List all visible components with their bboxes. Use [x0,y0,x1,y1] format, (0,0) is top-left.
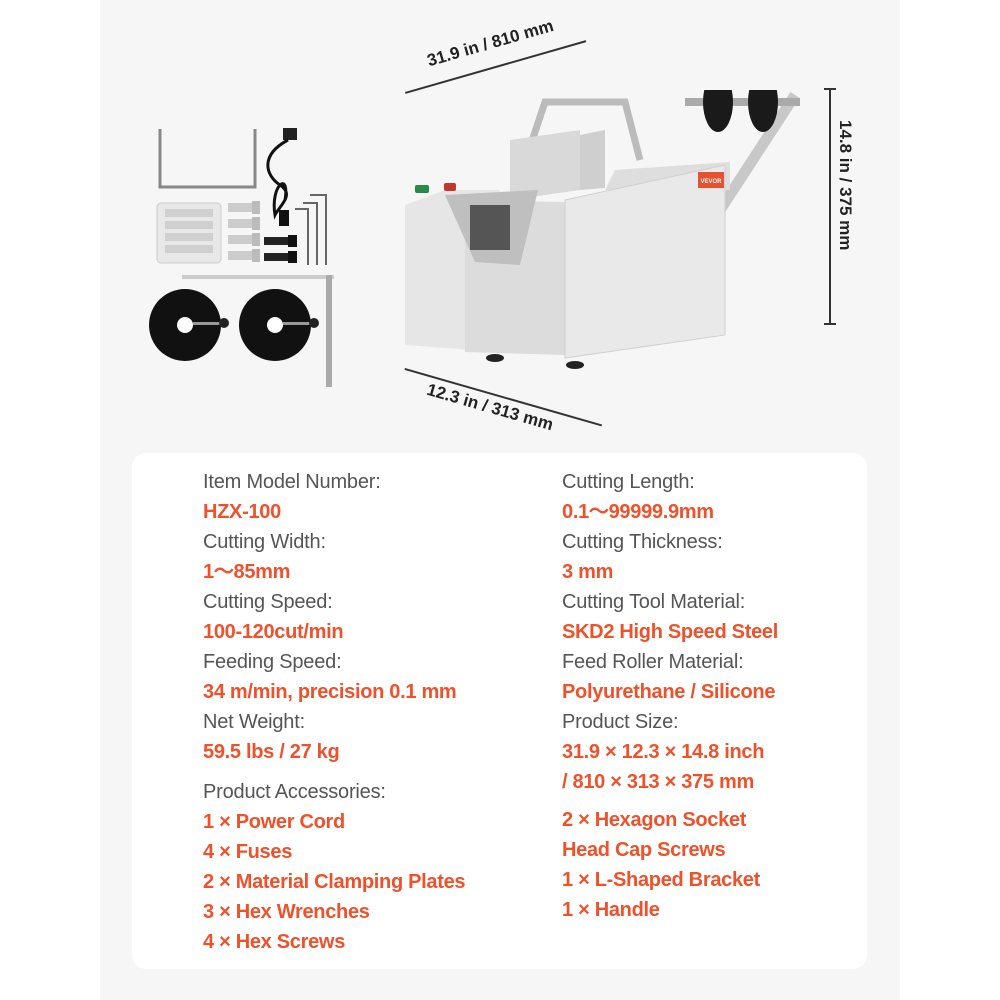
spec-label: Feed Roller Material: [562,651,744,673]
clamping-plate-icon [158,129,257,189]
accessory-item: 2 × Hexagon Socket [562,809,747,831]
machine-illustration: VEVOR [405,90,800,369]
hex-screws-icon [228,201,260,262]
start-button-icon [415,185,429,193]
power-cord-icon [266,128,297,226]
accessories-illustration [149,128,334,387]
accessory-item: 2 × Material Clamping Plates [203,871,466,893]
spec-label: Net Weight: [203,711,305,733]
accessory-item: Head Cap Screws [562,839,726,861]
spec-value: SKD2 High Speed Steel [562,621,778,643]
accessory-item: 4 × Fuses [203,841,293,863]
spec-value: 3 mm [562,561,614,583]
accessory-item: 4 × Hex Screws [203,931,346,953]
spec-value: Polyurethane / Silicone [562,681,776,703]
height-dimension-cap-top [824,88,836,90]
spec-label: Cutting Speed: [203,591,333,613]
spec-label: Product Size: [562,711,679,733]
hex-wrenches-icon [295,194,327,265]
socket-cap-screws-icon [264,235,297,263]
spec-value: 1～85mm [203,561,291,583]
spec-label: Cutting Tool Material: [562,591,746,613]
brand-label: VEVOR [698,172,724,188]
spec-value: 59.5 lbs / 27 kg [203,741,340,763]
accessories-label: Product Accessories: [203,781,386,803]
material-disc-icon [149,289,229,361]
spec-label: Feeding Speed: [203,651,342,673]
l-shaped-bracket-icon [182,275,334,387]
accessory-item: 1 × L-Shaped Bracket [562,869,760,891]
fuses-box-icon [156,202,222,264]
svg-text:VEVOR: VEVOR [700,179,722,185]
accessory-item: 1 × Power Cord [203,811,345,833]
height-dimension-cap-bottom [824,323,836,325]
handle-icon [521,98,644,164]
spec-value: 31.9 × 12.3 × 14.8 inch [562,741,765,763]
spec-label: Item Model Number: [203,471,381,493]
spec-value: 100-120cut/min [203,621,344,643]
spec-label: Cutting Thickness: [562,531,723,553]
height-dimension-line [829,88,831,325]
material-disc-icon [239,289,319,361]
spec-card: Item Model Number: HZX-100 Cutting Width… [132,453,867,969]
spec-value-secondary: / 810 × 313 × 375 mm [562,771,754,793]
spec-value: 34 m/min, precision 0.1 mm [203,681,457,703]
accessory-item: 3 × Hex Wrenches [203,901,370,923]
height-dimension-label: 14.8 in / 375 mm [836,120,855,251]
stop-button-icon [444,183,456,191]
reel-arm-icon [715,91,800,214]
spec-value: 0.1～99999.9mm [562,501,714,523]
spec-column-left: Item Model Number: HZX-100 Cutting Width… [203,467,466,957]
spec-label: Cutting Length: [562,471,695,493]
spec-column-right: Cutting Length: 0.1～99999.9mm Cutting Th… [562,467,778,925]
spec-label: Cutting Width: [203,531,326,553]
spec-value: HZX-100 [203,501,281,523]
accessory-item: 1 × Handle [562,899,660,921]
reel-disc-icon [685,90,800,132]
